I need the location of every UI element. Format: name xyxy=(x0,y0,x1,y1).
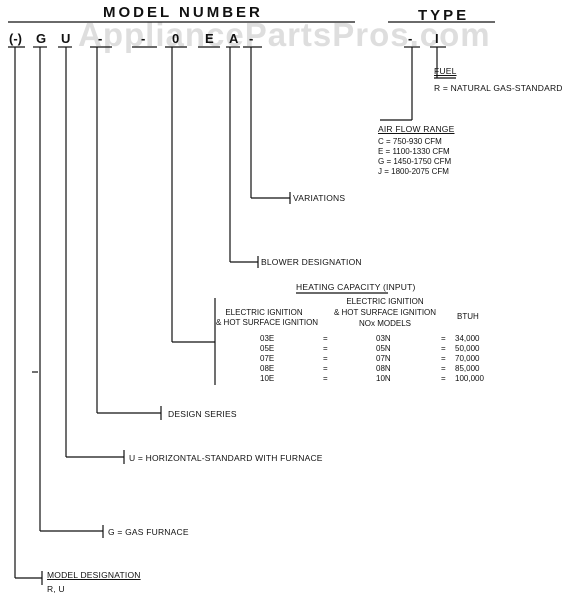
heating-col1-header-line: & HOT SURFACE IGNITION xyxy=(216,318,319,327)
heating-cell-model-n: 08N xyxy=(376,364,391,373)
code-char: - xyxy=(249,31,254,46)
code-char: 0 xyxy=(172,31,180,46)
heating-cell-model-n: 03N xyxy=(376,334,391,343)
heating-cell-btuh: 85,000 xyxy=(455,364,480,373)
heating-col3-header: BTUH xyxy=(457,312,479,321)
code-char: - xyxy=(98,31,103,46)
air-flow-row: C = 750-930 CFM xyxy=(378,137,442,146)
heating-eq: = xyxy=(323,364,328,373)
heating-col1-header-line: ELECTRIC IGNITION xyxy=(225,308,303,317)
heating-cell-model-n: 07N xyxy=(376,354,391,363)
heating-eq: = xyxy=(441,344,446,353)
air-flow-title: AIR FLOW RANGE xyxy=(378,124,455,134)
heating-cell-model-e: 10E xyxy=(260,374,275,383)
heating-eq: = xyxy=(441,354,446,363)
fuel-title: FUEL xyxy=(434,66,457,76)
code-char: E xyxy=(205,31,214,46)
heating-eq: = xyxy=(323,344,328,353)
air-flow-row: J = 1800-2075 CFM xyxy=(378,167,449,176)
heating-cell-model-e: 05E xyxy=(260,344,275,353)
heating-col2-header-line: ELECTRIC IGNITION xyxy=(346,297,424,306)
heating-eq: = xyxy=(323,334,328,343)
heating-eq: = xyxy=(323,374,328,383)
code-char: (-) xyxy=(9,31,22,46)
blower-designation-label: BLOWER DESIGNATION xyxy=(261,257,362,267)
fuel-line: R = NATURAL GAS-STANDARD xyxy=(434,83,562,93)
model-designation-values: R, U xyxy=(47,584,65,594)
type-code-char: - xyxy=(408,31,413,46)
heating-eq: = xyxy=(441,334,446,343)
air-flow-row: E = 1100-1330 CFM xyxy=(378,147,450,156)
variations-label: VARIATIONS xyxy=(293,193,346,203)
heating-cell-btuh: 100,000 xyxy=(455,374,484,383)
heating-col2-header-line: NOx MODELS xyxy=(358,319,411,328)
heating-eq: = xyxy=(441,374,446,383)
model-number-header: MODEL NUMBER xyxy=(103,4,263,21)
code-char: U xyxy=(61,31,71,46)
code-char: G xyxy=(36,31,47,46)
g-gas-furnace-label: G = GAS FURNACE xyxy=(108,527,189,537)
heating-cell-model-n: 05N xyxy=(376,344,391,353)
model-designation-title: MODEL DESIGNATION xyxy=(47,570,141,580)
u-horizontal-label: U = HORIZONTAL-STANDARD WITH FURNACE xyxy=(129,453,323,463)
heating-cell-btuh: 34,000 xyxy=(455,334,480,343)
heating-cell-model-e: 07E xyxy=(260,354,275,363)
type-code-char: I xyxy=(435,31,439,46)
heating-cell-model-e: 03E xyxy=(260,334,275,343)
heating-eq: = xyxy=(323,354,328,363)
heating-cell-model-n: 10N xyxy=(376,374,391,383)
type-header: TYPE xyxy=(418,7,470,24)
design-series-label: DESIGN SERIES xyxy=(168,409,237,419)
code-char: - xyxy=(141,31,146,46)
air-flow-row: G = 1450-1750 CFM xyxy=(378,157,452,166)
heating-cell-btuh: 70,000 xyxy=(455,354,480,363)
heating-col2-header-line: & HOT SURFACE IGNITION xyxy=(333,308,437,317)
code-char: A xyxy=(229,31,239,46)
heating-eq: = xyxy=(441,364,446,373)
heating-capacity-title: HEATING CAPACITY (INPUT) xyxy=(296,282,416,292)
heating-cell-btuh: 50,000 xyxy=(455,344,480,353)
heating-cell-model-e: 08E xyxy=(260,364,275,373)
